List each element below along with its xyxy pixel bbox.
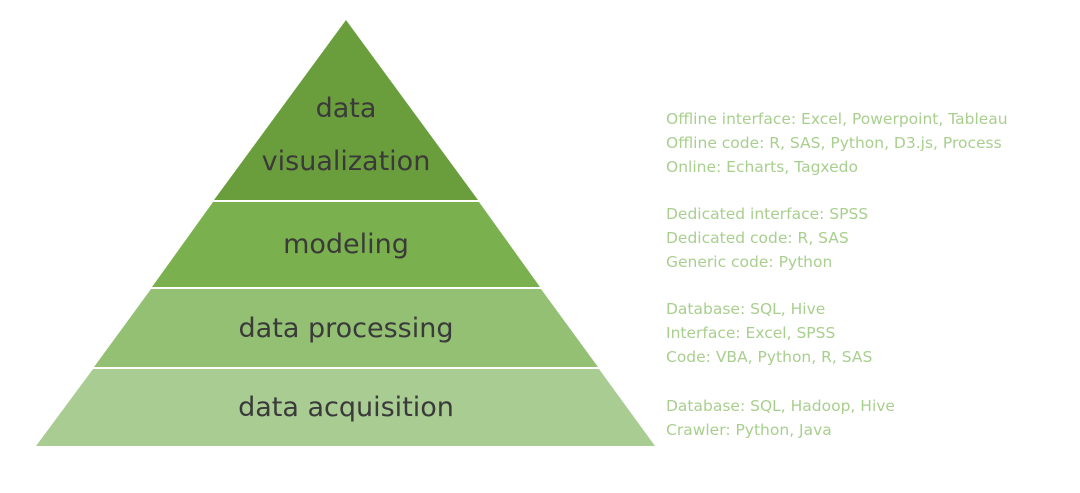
description-visualization-line-1: Offline interface: Excel, Powerpoint, Ta… — [666, 110, 1008, 128]
layer-label-processing-text: data processing — [238, 313, 454, 344]
description-modeling-line-3: Generic code: Python — [666, 253, 833, 271]
description-processing-line-3: Code: VBA, Python, R, SAS — [666, 348, 873, 366]
layer-label-acquisition: data acquisition — [196, 389, 496, 426]
layer-label-visualization-line-2: visualization — [261, 146, 431, 177]
description-processing-line-2: Interface: Excel, SPSS — [666, 324, 836, 342]
description-visualization-line-3: Online: Echarts, Tagxedo — [666, 158, 858, 176]
layer-label-acquisition-text: data acquisition — [238, 392, 454, 423]
layer-modeling-shape — [152, 202, 540, 287]
description-acquisition-line-2: Crawler: Python, Java — [666, 421, 832, 439]
description-visualization-line-2: Offline code: R, SAS, Python, D3.js, Pro… — [666, 134, 1002, 152]
layer-visualization-shape — [214, 20, 478, 200]
layer-label-modeling: modeling — [246, 226, 446, 263]
description-modeling-line-2: Dedicated code: R, SAS — [666, 229, 849, 247]
layer-acquisition-shape — [36, 369, 655, 446]
description-visualization: Offline interface: Excel, Powerpoint, Ta… — [666, 107, 1008, 179]
description-modeling-line-1: Dedicated interface: SPSS — [666, 205, 869, 223]
layer-label-modeling-text: modeling — [283, 229, 409, 260]
description-processing-line-1: Database: SQL, Hive — [666, 300, 826, 318]
layer-label-visualization: data visualization — [246, 90, 446, 180]
layer-label-visualization-line-1: data — [315, 93, 377, 124]
layer-processing-shape — [94, 289, 598, 367]
description-acquisition-line-1: Database: SQL, Hadoop, Hive — [666, 397, 895, 415]
description-acquisition: Database: SQL, Hadoop, Hive Crawler: Pyt… — [666, 394, 895, 442]
description-processing: Database: SQL, Hive Interface: Excel, SP… — [666, 297, 872, 369]
description-modeling: Dedicated interface: SPSS Dedicated code… — [666, 202, 868, 274]
layer-label-processing: data processing — [196, 310, 496, 347]
